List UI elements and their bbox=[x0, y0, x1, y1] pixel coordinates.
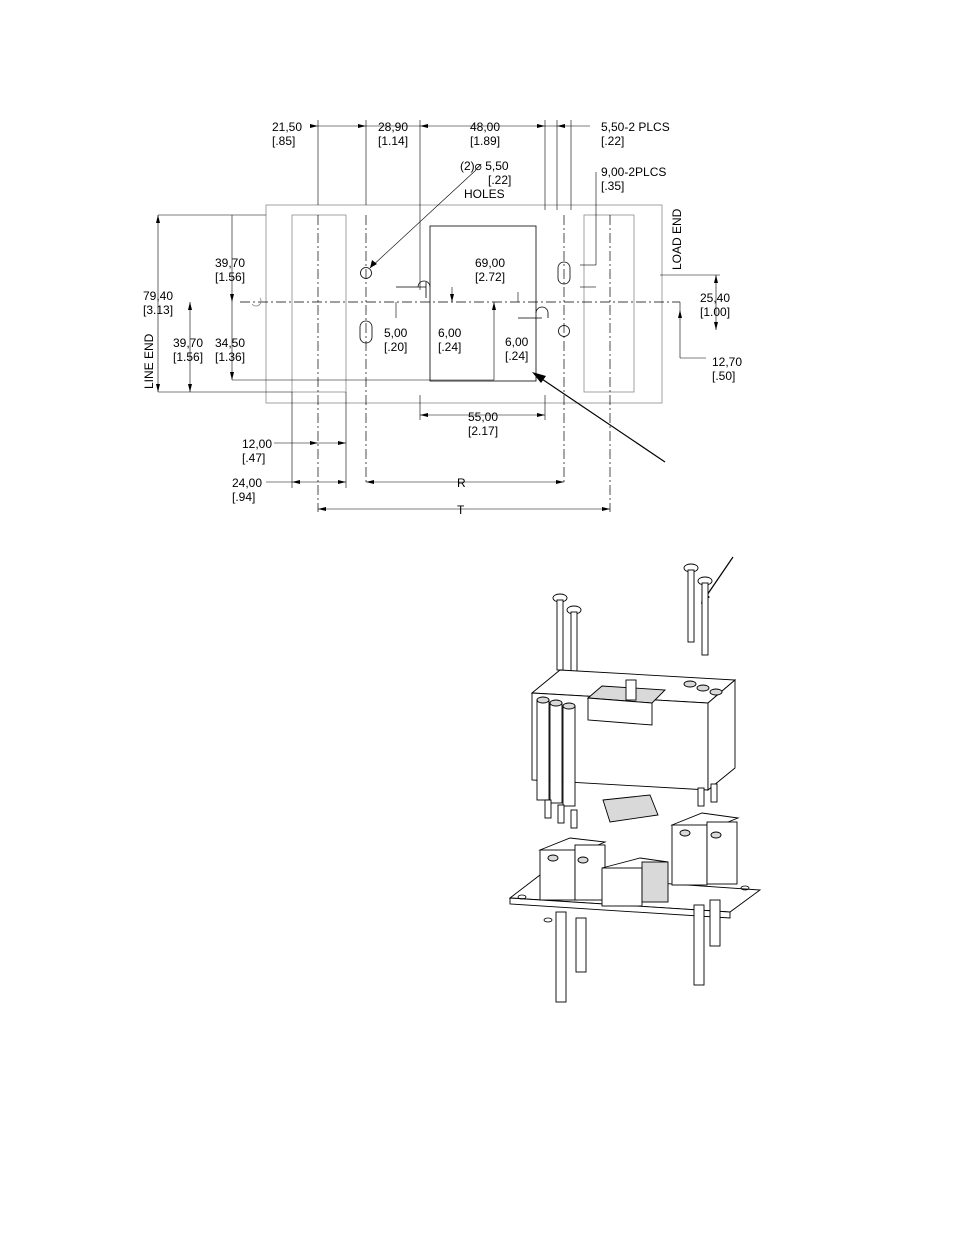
holes-callout-in: [.22] bbox=[488, 173, 511, 187]
dim-9-00-2plcs-in: [.35] bbox=[601, 179, 624, 193]
dim-48-00: 48,00 bbox=[470, 120, 500, 134]
dim-t-label: T bbox=[457, 503, 465, 517]
line-stab-left bbox=[556, 912, 566, 1002]
circuit-breaker bbox=[532, 670, 735, 828]
pin-left bbox=[396, 281, 430, 298]
dim-9-00-2plcs: 9,00-2PLCS bbox=[601, 165, 666, 179]
dim-34-50-in: [1.36] bbox=[215, 350, 245, 364]
dim-34-50: 34,50 bbox=[215, 336, 245, 350]
dim-12-00-in: [.47] bbox=[242, 451, 265, 465]
line-end-label: LINE END bbox=[142, 333, 156, 389]
dim-79-40-in: [3.13] bbox=[143, 303, 173, 317]
dim-39-70-top-in: [1.56] bbox=[215, 270, 245, 284]
load-stab-right bbox=[694, 905, 704, 985]
dim-55-00: 55,00 bbox=[468, 410, 498, 424]
dim-24-00-in: [.94] bbox=[232, 490, 255, 504]
dim-12-70-in: [.50] bbox=[712, 369, 735, 383]
dim-12-70: 12,70 bbox=[712, 355, 742, 369]
line-terminal-strip bbox=[292, 215, 346, 392]
dim-39-70-top: 39,70 bbox=[215, 256, 245, 270]
dim-24-00: 24,00 bbox=[232, 476, 262, 490]
pointer-arrow-upper bbox=[536, 375, 665, 462]
dim-6-00-b-in: [.24] bbox=[505, 349, 528, 363]
dim-6-00-b: 6,00 bbox=[505, 335, 529, 349]
mounting-screws bbox=[553, 564, 712, 684]
dim-21-50-in: [.85] bbox=[272, 134, 295, 148]
dim-5-50-2plcs-in: [.22] bbox=[601, 134, 624, 148]
dim-28-90: 28,90 bbox=[378, 120, 408, 134]
breaker-handle bbox=[626, 680, 636, 700]
dim-69-00-in: [2.72] bbox=[475, 270, 505, 284]
plug-in-base bbox=[510, 813, 760, 1002]
load-end-label: LOAD END bbox=[670, 208, 684, 270]
holes-callout: (2)⌀ 5,50 bbox=[460, 159, 509, 173]
holes-word: HOLES bbox=[464, 187, 505, 201]
dim-28-90-in: [1.14] bbox=[378, 134, 408, 148]
dim-r-label: R bbox=[457, 476, 466, 490]
plate-outline bbox=[266, 205, 662, 403]
dim-69-00: 69,00 bbox=[475, 256, 505, 270]
dim-5-50-2plcs: 5,50-2 PLCS bbox=[601, 120, 670, 134]
dim-48-00-in: [1.89] bbox=[470, 134, 500, 148]
dim-79-40: 79,40 bbox=[143, 289, 173, 303]
dim-6-00-a-in: [.24] bbox=[438, 340, 461, 354]
pin-right bbox=[518, 307, 548, 318]
exploded-isometric-view bbox=[510, 557, 760, 1002]
dim-25-40: 25,40 bbox=[700, 291, 730, 305]
dim-5-00: 5,00 bbox=[384, 326, 408, 340]
dim-39-70-bottom: 39,70 bbox=[173, 336, 203, 350]
dim-55-00-in: [2.17] bbox=[468, 424, 498, 438]
holes-leader bbox=[370, 170, 476, 268]
dim-12-00: 12,00 bbox=[242, 437, 272, 451]
dim-25-40-in: [1.00] bbox=[700, 305, 730, 319]
dim-39-70-bottom-in: [1.56] bbox=[173, 350, 203, 364]
dim-5-00-in: [.20] bbox=[384, 340, 407, 354]
dim-6-00-a: 6,00 bbox=[438, 326, 462, 340]
dim-21-50: 21,50 bbox=[272, 120, 302, 134]
load-terminal-strip bbox=[584, 215, 634, 392]
